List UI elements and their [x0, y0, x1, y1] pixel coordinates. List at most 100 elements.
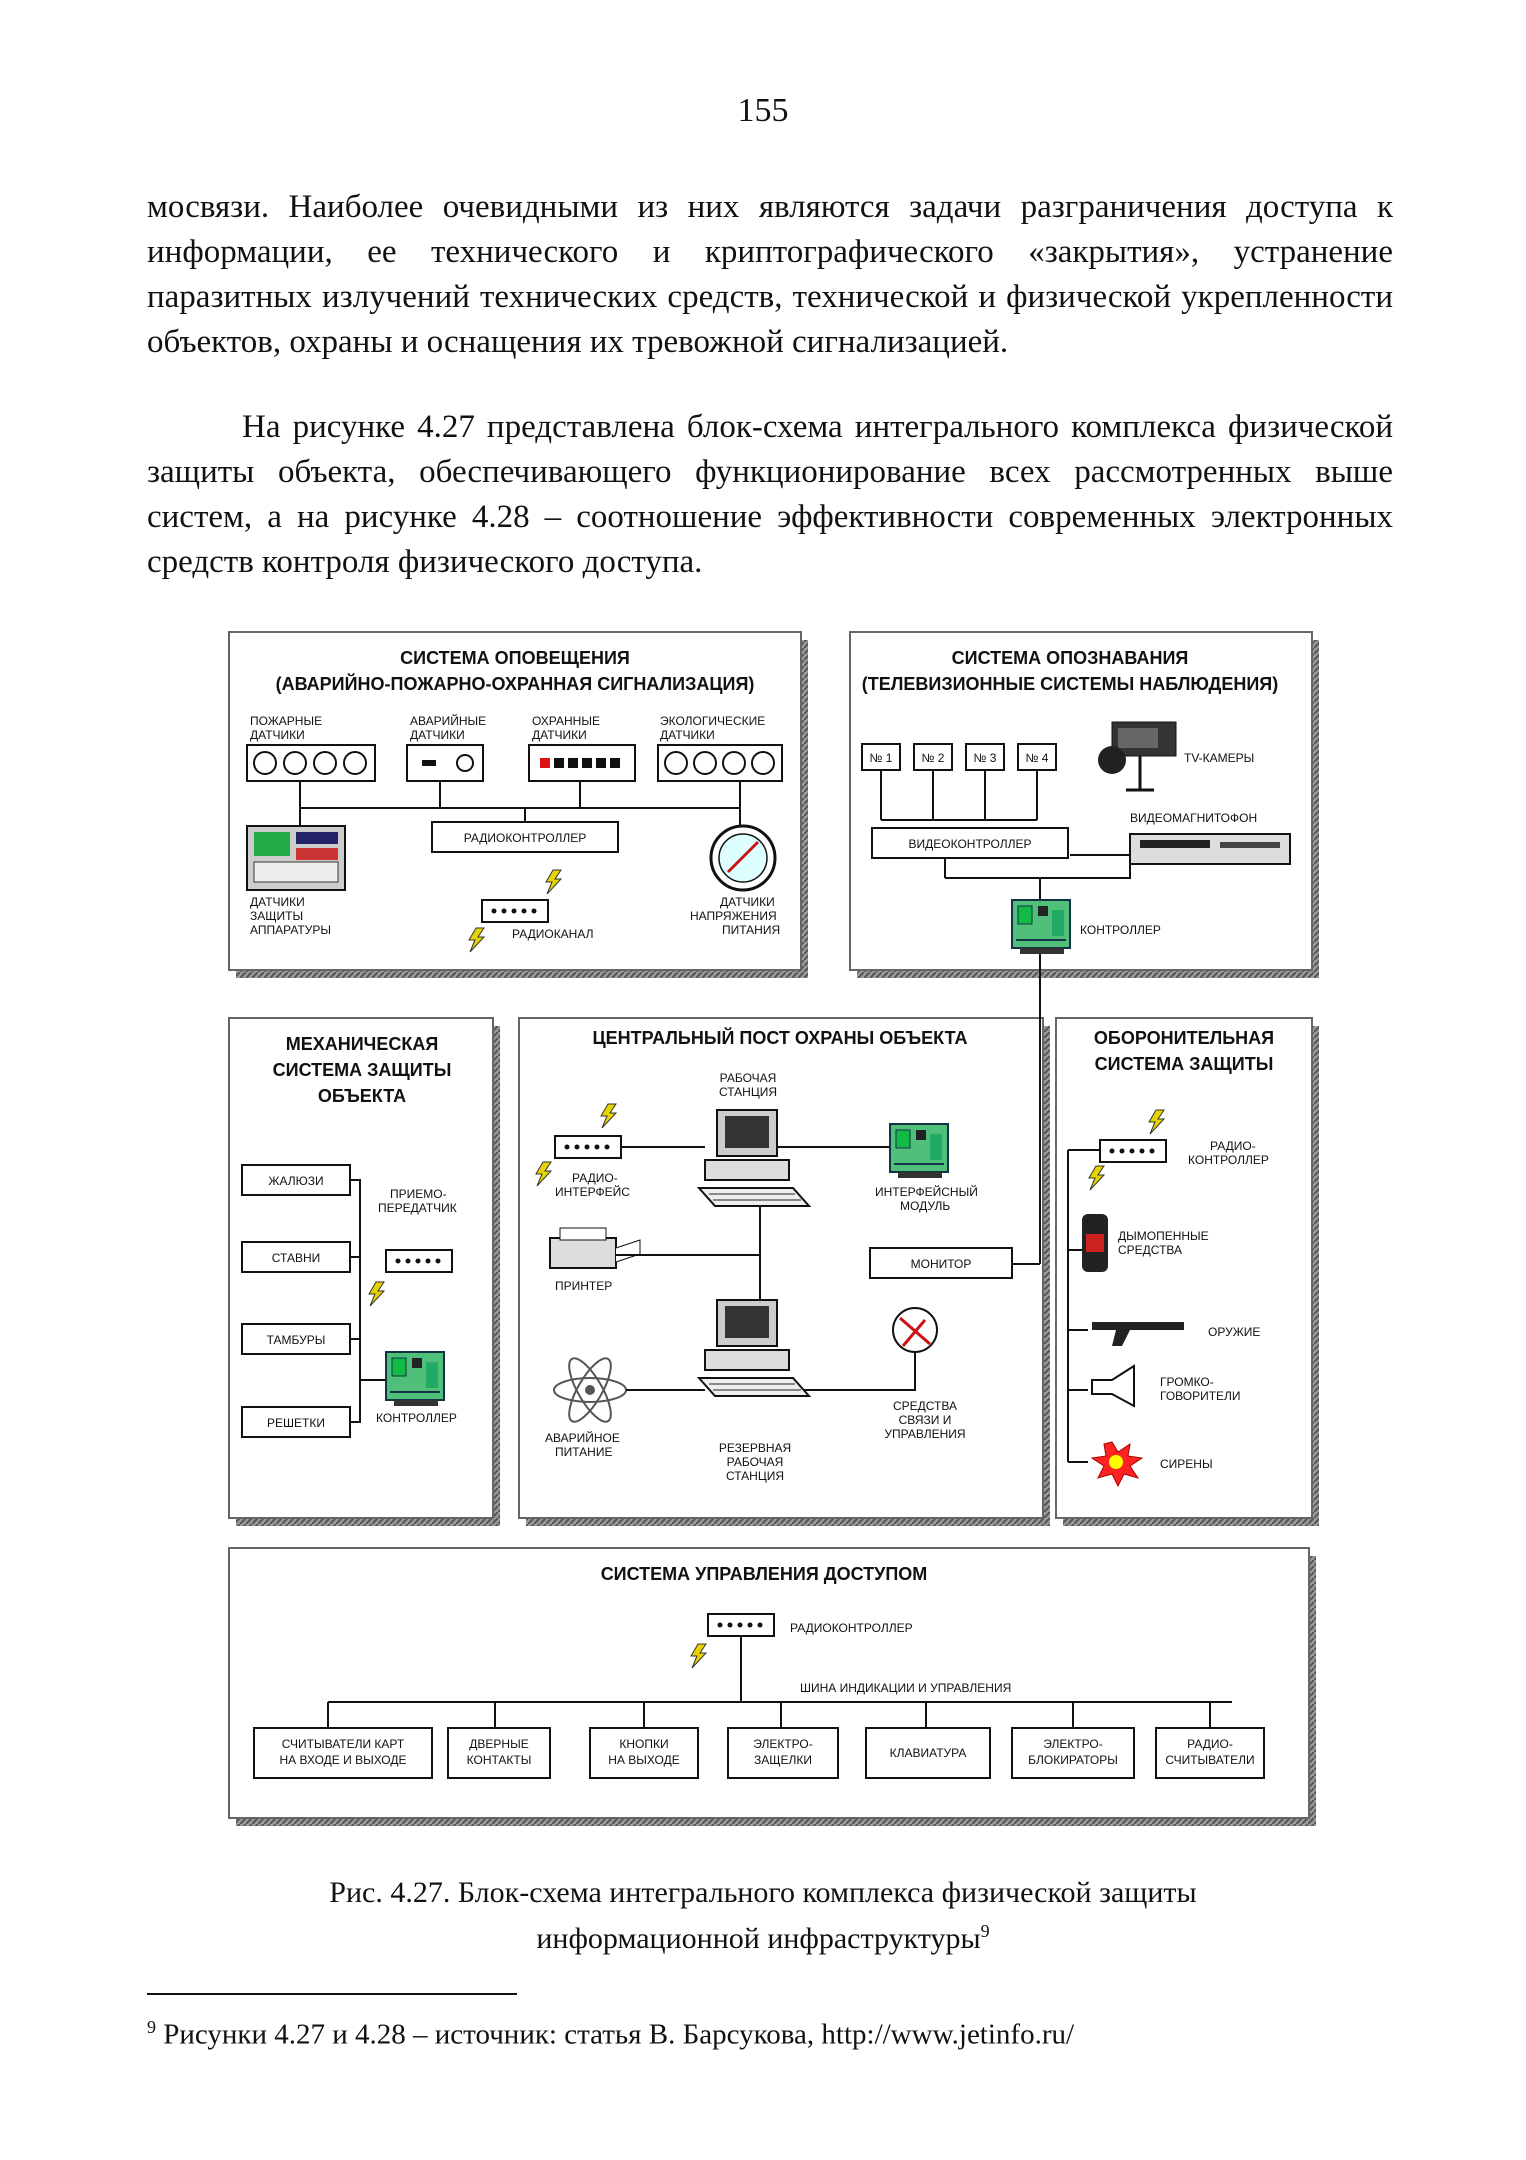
radio-readers-label-2: СЧИТЫВАТЕЛИ: [1165, 1753, 1254, 1767]
reserve-ws-label-3: СТАНЦИЯ: [726, 1469, 784, 1483]
defense-title-2: СИСТЕМА ЗАЩИТЫ: [1095, 1054, 1274, 1074]
smoke-label-2: СРЕДСТВА: [1118, 1243, 1182, 1257]
smoke-label-1: ДЫМОПЕННЫЕ: [1118, 1229, 1209, 1243]
interface-module-icon: [889, 1123, 949, 1179]
emergency-power-icon: [553, 1357, 627, 1423]
controller-board-icon: [1011, 899, 1071, 955]
paragraph-1: мосвязи. Наиболее очевидными из них явля…: [147, 189, 1393, 360]
exit-buttons-label-1: КНОПКИ: [619, 1737, 668, 1751]
mech-controller-board-icon: [385, 1351, 445, 1407]
weapon-label: ОРУЖИЕ: [1208, 1325, 1260, 1339]
tv-camera-icon: [1098, 721, 1177, 792]
tv-title-2: (ТЕЛЕВИЗИОННЫЕ СИСТЕМЫ НАБЛЮДЕНИЯ): [862, 674, 1278, 694]
emergency-sensors-icon: [406, 744, 484, 782]
vcr-label: ВИДЕОМАГНИТОФОН: [1130, 811, 1257, 825]
fire-sensors-icon: [246, 744, 376, 782]
mech-title-3: ОБЪЕКТА: [318, 1086, 406, 1106]
block-diagram: СИСТЕМА ОПОВЕЩЕНИЯ (АВАРИЙНО-ПОЖАРНО-ОХР…: [228, 631, 1319, 1826]
alarm-title-2: (АВАРИЙНО-ПОЖАРНО-ОХРАННАЯ СИГНАЛИЗАЦИЯ): [276, 673, 755, 694]
printer-label: ПРИНТЕР: [555, 1279, 612, 1293]
radiocontroller-label: РАДИОКОНТРОЛЛЕР: [464, 831, 587, 845]
tv-title-1: СИСТЕМА ОПОЗНАВАНИЯ: [952, 648, 1189, 668]
defense-bus-line: [1067, 1149, 1100, 1463]
comm-label-3: УПРАВЛЕНИЯ: [884, 1427, 965, 1441]
reserve-ws-label-1: РЕЗЕРВНАЯ: [719, 1441, 791, 1455]
electric-blockers-label-2: БЛОКИРАТОРЫ: [1028, 1753, 1118, 1767]
loudspeaker-icon: [1091, 1364, 1135, 1408]
radio-interface-icon: [554, 1135, 622, 1159]
monitor-box: МОНИТОР: [869, 1247, 1013, 1279]
tv-lines: [880, 770, 1131, 900]
voltage-sensors-label-3: ПИТАНИЯ: [722, 923, 780, 937]
speaker-label-1: ГРОМКО-: [1160, 1375, 1214, 1389]
mech-item-blinds: ЖАЛЮЗИ: [268, 1174, 323, 1188]
reserve-lines: [626, 1345, 916, 1391]
defense-radio-label-1: РАДИО-: [1210, 1139, 1256, 1153]
smoke-device-icon: [1082, 1214, 1108, 1272]
radio-interface-label-1: РАДИО-: [572, 1171, 618, 1185]
siren-icon: [1090, 1441, 1144, 1488]
door-contacts-label-2: КОНТАКТЫ: [467, 1753, 532, 1767]
page-number: 155: [737, 92, 789, 129]
guard-sensors-label-2: ДАТЧИКИ: [532, 728, 587, 742]
defense-radiocontroller-icon: [1099, 1139, 1167, 1163]
interface-module-label-2: МОДУЛЬ: [900, 1199, 950, 1213]
footnote-text: Рисунки 4.27 и 4.28 – источник: статья В…: [163, 2018, 1075, 2051]
paragraph-2: На рисунке 4.27 представлена блок-схема …: [147, 409, 1393, 580]
comm-label-1: СРЕДСТВА: [893, 1399, 957, 1413]
equipment-sensors-label-3: АППАРАТУРЫ: [250, 923, 331, 937]
central-title: ЦЕНТРАЛЬНЫЙ ПОСТ ОХРАНЫ ОБЪЕКТА: [593, 1027, 968, 1048]
mech-item-vestibules: ТАМБУРЫ: [267, 1333, 326, 1347]
access-boxes: [253, 1727, 1265, 1779]
footnote-divider: [147, 1993, 517, 1995]
camera-4-label: № 4: [1026, 751, 1049, 765]
videocontroller-box: ВИДЕОКОНТРОЛЛЕР: [871, 827, 1069, 859]
electric-latches-label-1: ЭЛЕКТРО-: [753, 1737, 813, 1751]
emergency-sensors-label-2: ДАТЧИКИ: [410, 728, 465, 742]
eco-sensors-label-2: ДАТЧИКИ: [660, 728, 715, 742]
electric-blockers-label-1: ЭЛЕКТРО-: [1043, 1737, 1103, 1751]
printer-icon: [549, 1227, 641, 1269]
bus-label: ШИНА ИНДИКАЦИИ И УПРАВЛЕНИЯ: [800, 1681, 1011, 1695]
access-title: СИСТЕМА УПРАВЛЕНИЯ ДОСТУПОМ: [601, 1564, 928, 1584]
camera-1-label: № 1: [870, 751, 893, 765]
access-radiocontroller-label: РАДИОКОНТРОЛЛЕР: [790, 1621, 913, 1635]
access-bus-lines: [327, 1636, 1232, 1728]
radiocontroller-box: РАДИОКОНТРОЛЛЕР: [431, 821, 619, 853]
exit-buttons-label-2: НА ВЫХОДЕ: [608, 1753, 679, 1767]
mech-title-2: СИСТЕМА ЗАЩИТЫ: [273, 1060, 452, 1080]
mech-item-shutters: СТАВНИ: [272, 1251, 321, 1265]
tv-controller-label: КОНТРОЛЛЕР: [1080, 923, 1161, 937]
alarm-bus-lines: [299, 781, 741, 826]
mech-title-1: МЕХАНИЧЕСКАЯ: [286, 1034, 439, 1054]
voltage-sensor-icon: [709, 824, 777, 892]
footnote-mark: 9: [147, 2017, 156, 2037]
vcr-icon: [1129, 833, 1291, 865]
videocontroller-label: ВИДЕОКОНТРОЛЛЕР: [909, 837, 1032, 851]
camera-3-label: № 3: [974, 751, 997, 765]
mech-item-boxes: [241, 1164, 351, 1438]
voltage-sensors-label-1: ДАТЧИКИ: [720, 895, 775, 909]
tv-to-monitor-line: [1012, 954, 1041, 1265]
figure-caption: Рис. 4.27. Блок-схема интегрального комп…: [0, 1873, 1526, 1958]
fire-sensors-label-2: ДАТЧИКИ: [250, 728, 305, 742]
camera-2-label: № 2: [922, 751, 945, 765]
reserve-ws-label-2: РАБОЧАЯ: [727, 1455, 784, 1469]
card-readers-label-2: НА ВХОДЕ И ВЫХОДЕ: [279, 1753, 406, 1767]
guard-sensors-label-1: ОХРАННЫЕ: [532, 714, 600, 728]
transceiver-label-2: ПЕРЕДАТЧИК: [378, 1201, 457, 1215]
radiochannel-label: РАДИОКАНАЛ: [512, 927, 594, 941]
keyboard-label: КЛАВИАТУРА: [890, 1746, 967, 1760]
equipment-sensors-label-1: ДАТЧИКИ: [250, 895, 305, 909]
equipment-sensors-label-2: ЗАЩИТЫ: [250, 909, 303, 923]
mech-lines: [350, 1179, 386, 1423]
emergency-sensors-label-1: АВАРИЙНЫЕ: [410, 713, 486, 728]
eco-sensors-icon: [657, 744, 783, 782]
alarm-title-1: СИСТЕМА ОПОВЕЩЕНИЯ: [400, 648, 630, 668]
tv-cameras-label: TV-КАМЕРЫ: [1184, 751, 1254, 765]
caption-line-2: информационной инфраструктуры: [536, 1922, 981, 1955]
guard-sensors-icon: [528, 744, 636, 782]
emergency-power-label-1: АВАРИЙНОЕ: [545, 1430, 620, 1445]
voltage-sensors-label-2: НАПРЯЖЕНИЯ: [690, 909, 777, 923]
equipment-sensors-icon: [246, 825, 346, 891]
